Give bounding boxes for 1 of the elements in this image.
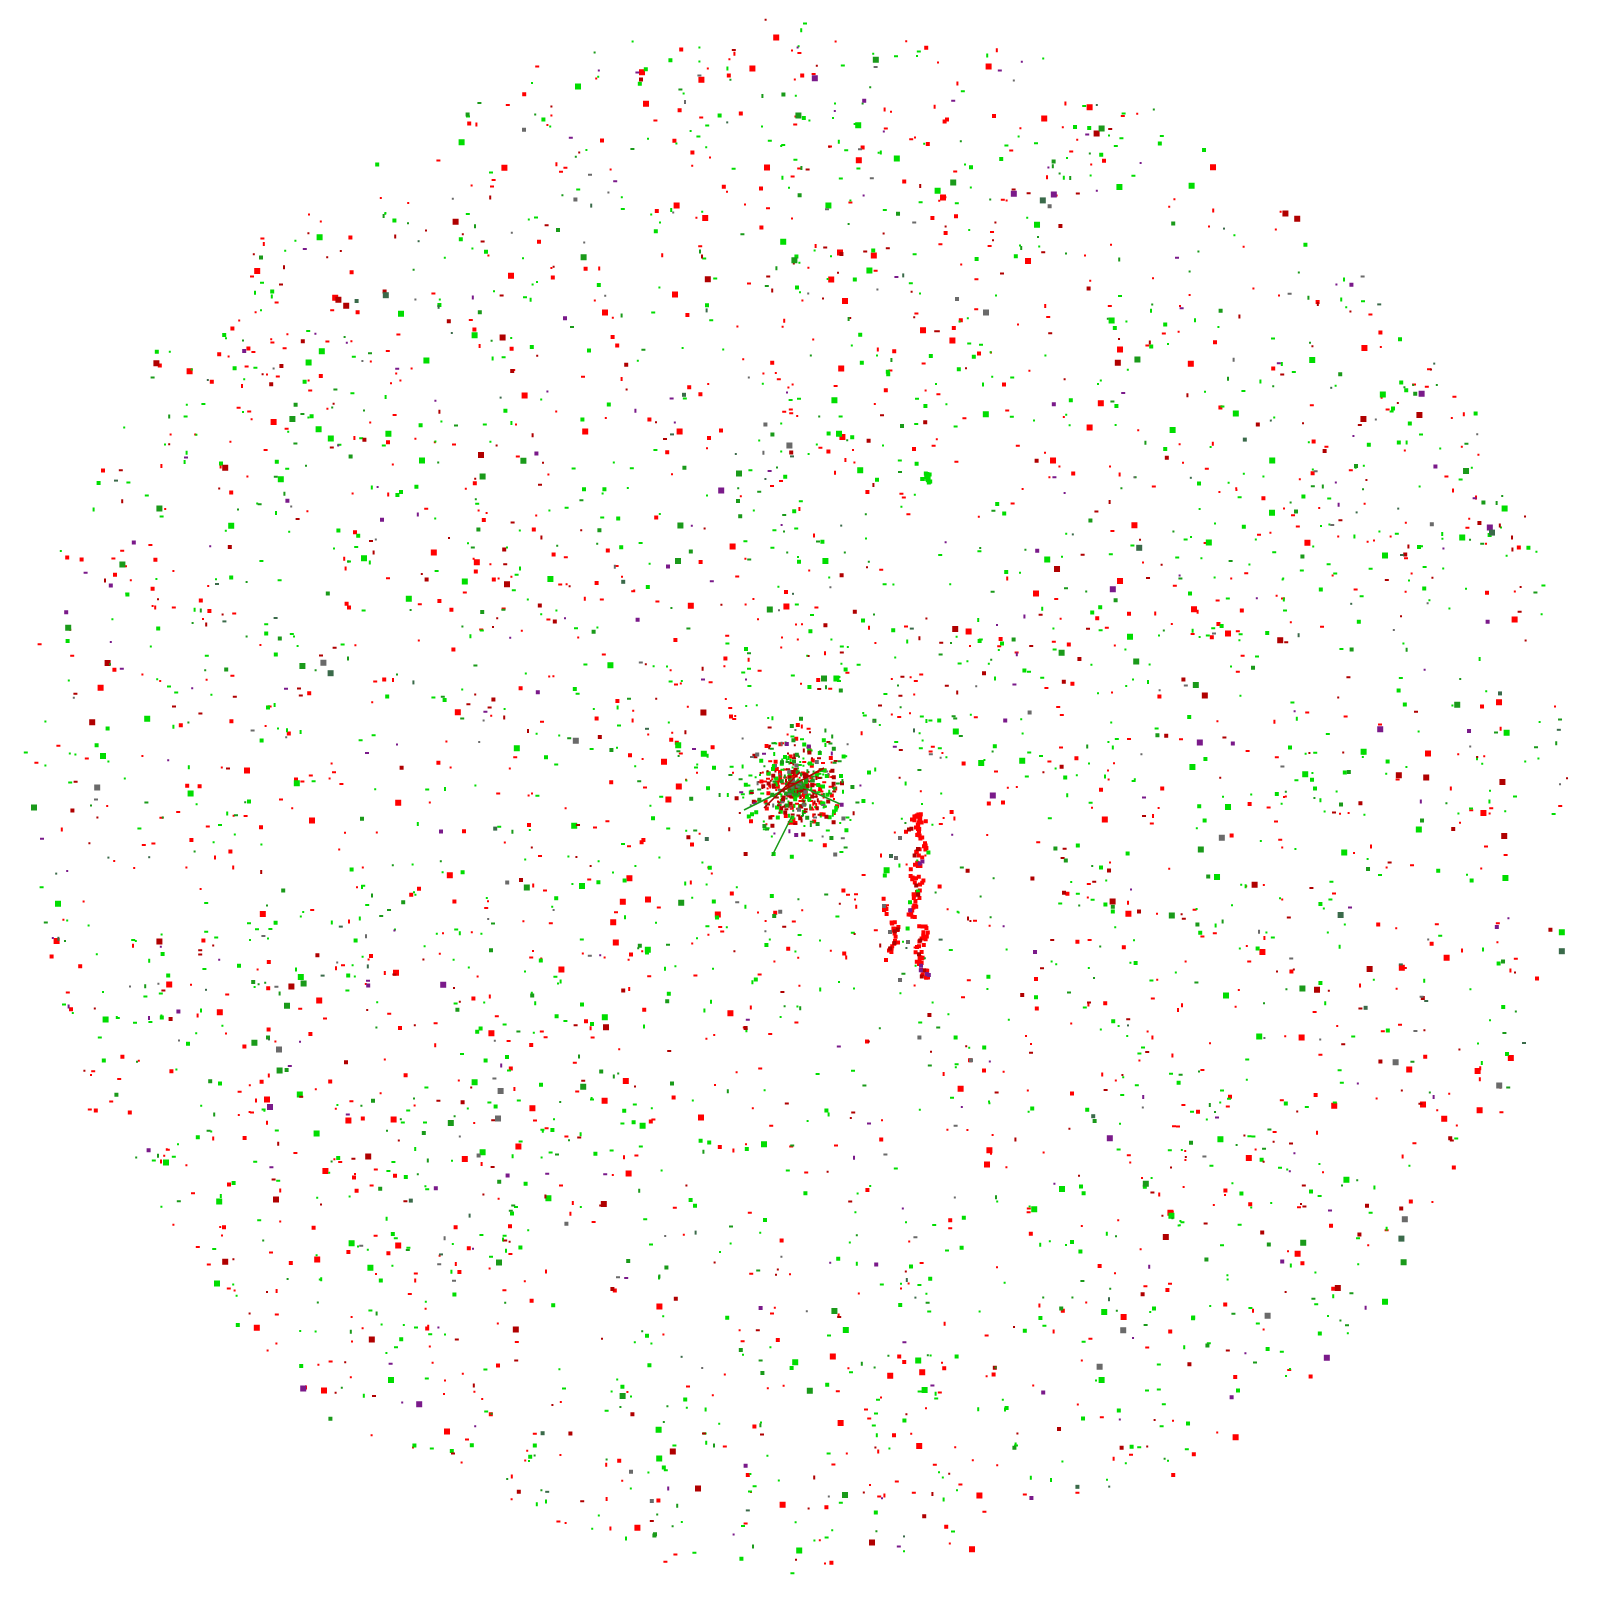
dot-cloud: [23, 18, 1568, 1575]
